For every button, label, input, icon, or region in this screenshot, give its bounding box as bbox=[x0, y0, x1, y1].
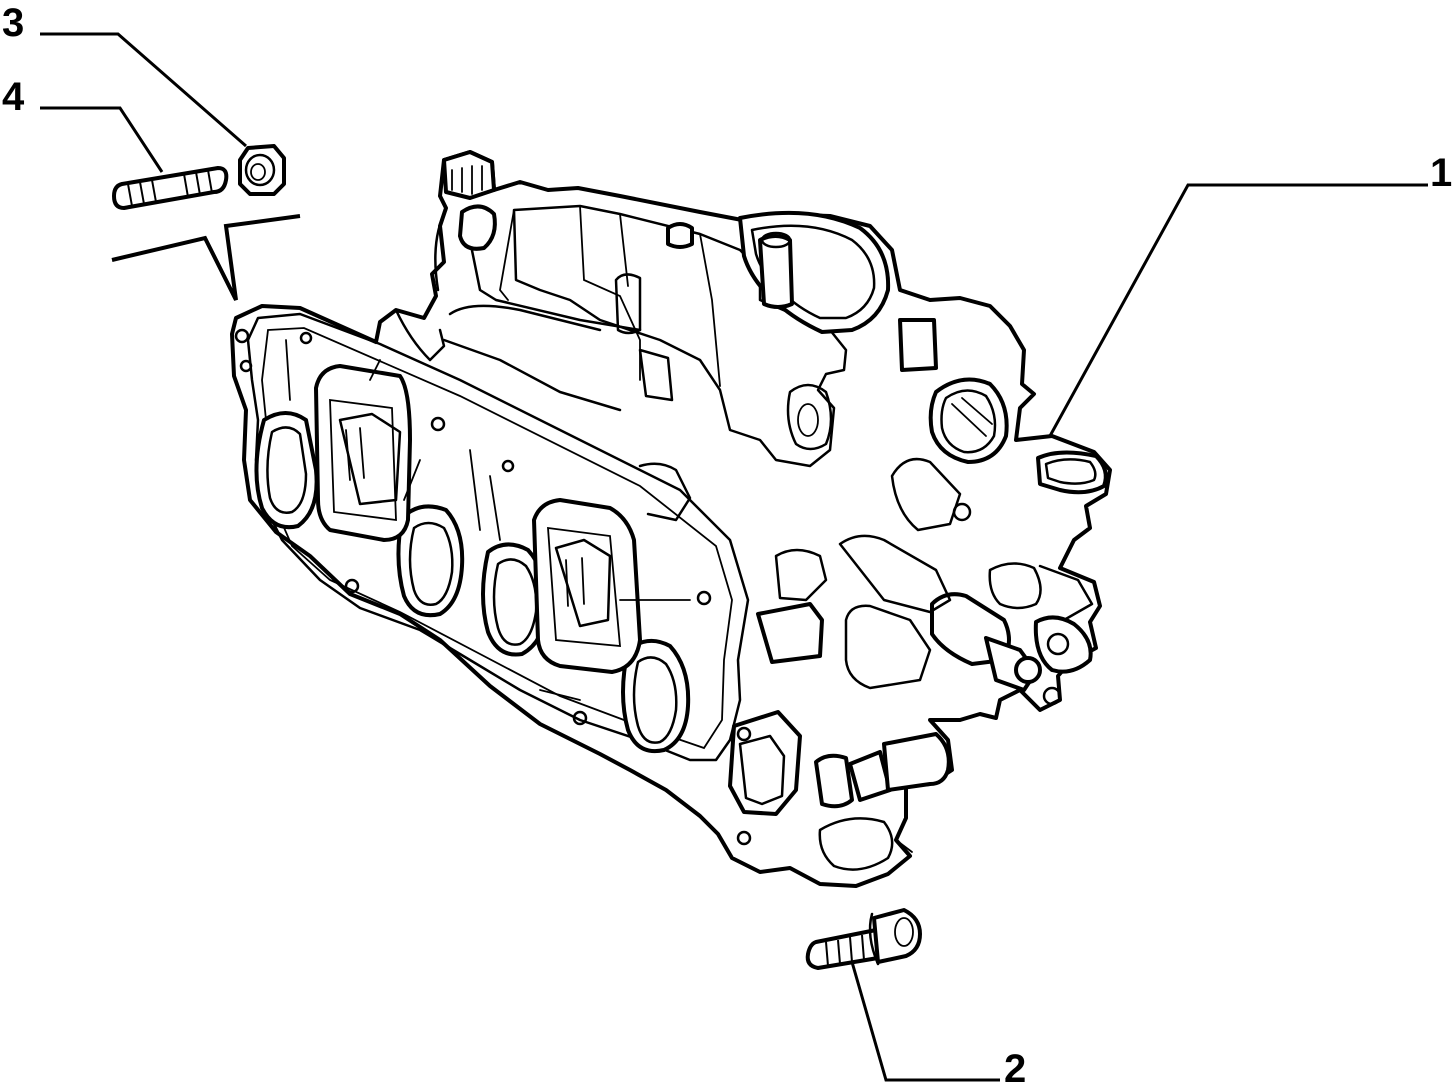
callout-3-leader bbox=[40, 32, 247, 148]
callout-2-label: 2 bbox=[1004, 1047, 1026, 1086]
callout-3-label: 3 bbox=[2, 1, 24, 45]
stud-part-4 bbox=[112, 166, 229, 210]
callout-2-leader bbox=[850, 961, 1000, 1082]
callout-4-label: 4 bbox=[2, 75, 25, 119]
callout-1-label: 1 bbox=[1430, 151, 1452, 195]
nut-part-3 bbox=[238, 144, 286, 196]
callout-3: 3 bbox=[2, 1, 247, 148]
break-line bbox=[111, 214, 301, 301]
callout-4-leader bbox=[40, 106, 164, 173]
callout-4: 4 bbox=[2, 75, 164, 173]
flange-bolt-part-2 bbox=[805, 908, 922, 970]
intake-manifold-part-1 bbox=[230, 150, 1112, 888]
callout-2: 2 bbox=[850, 961, 1026, 1086]
